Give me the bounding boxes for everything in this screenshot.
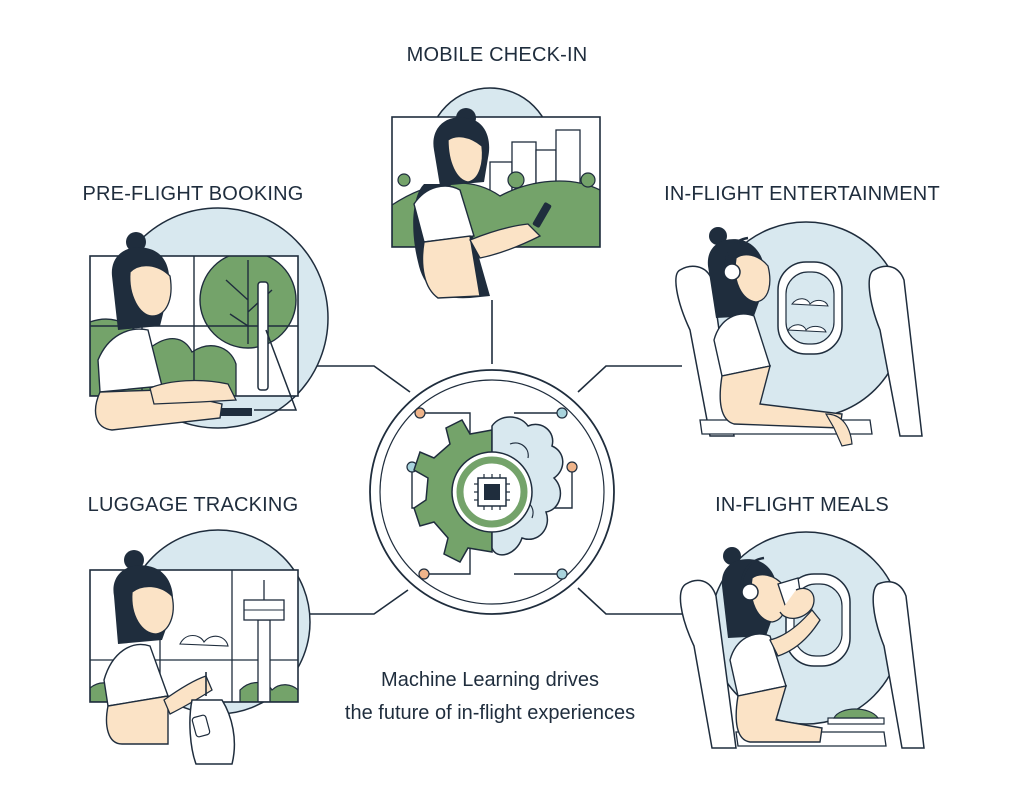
- illustration-luggage-tracking: [89, 529, 311, 765]
- illustration-in-flight-meals: [679, 531, 925, 749]
- meal-tray-icon: [827, 708, 885, 725]
- illustration-mobile-check-in: [391, 87, 601, 299]
- node-label-mobile-check-in: MOBILE CHECK-IN: [406, 44, 588, 66]
- circuit-node-icon: [414, 407, 426, 419]
- node-label-in-flight-entertainment: IN-FLIGHT ENTERTAINMENT: [664, 183, 940, 205]
- center-caption: Machine Learning drives the future of in…: [345, 664, 635, 730]
- connector-luggage-tracking: [298, 589, 409, 615]
- illustration-pre-flight-booking: [89, 207, 329, 431]
- circuit-node-icon: [556, 568, 568, 580]
- connector-in-flight-entertainment: [577, 365, 682, 393]
- caption-line-1: Machine Learning drives: [381, 669, 599, 691]
- keyboard-icon: [206, 408, 252, 416]
- node-label-pre-flight-booking: PRE-FLIGHT BOOKING: [82, 183, 304, 205]
- airport-tower-icon: [243, 580, 285, 702]
- caption-line-2: the future of in-flight experiences: [344, 702, 636, 724]
- hub-inner-circle: [379, 379, 605, 605]
- seat-icon: [868, 265, 923, 437]
- headphones-icon: [740, 556, 765, 593]
- seat-icon: [679, 579, 737, 749]
- seat-icon: [872, 581, 925, 749]
- ml-hub: [369, 369, 615, 615]
- phone-icon: [532, 202, 552, 228]
- connector-in-flight-meals: [577, 587, 682, 615]
- connector-lines: [298, 300, 682, 615]
- connector-pre-flight-booking: [298, 365, 411, 393]
- node-label-in-flight-meals: IN-FLIGHT MEALS: [715, 494, 889, 516]
- luggage-bag-icon: [189, 672, 236, 765]
- monitor-icon: [257, 281, 269, 391]
- luggage-tag-icon: [191, 714, 211, 738]
- illustration-in-flight-entertainment: [675, 221, 923, 447]
- node-label-luggage-tracking: LUGGAGE TRACKING: [87, 494, 299, 516]
- circuit-node-icon: [556, 407, 568, 419]
- circuit-node-icon: [566, 461, 578, 473]
- circuit-node-icon: [418, 568, 430, 580]
- chip-icon: [474, 474, 510, 510]
